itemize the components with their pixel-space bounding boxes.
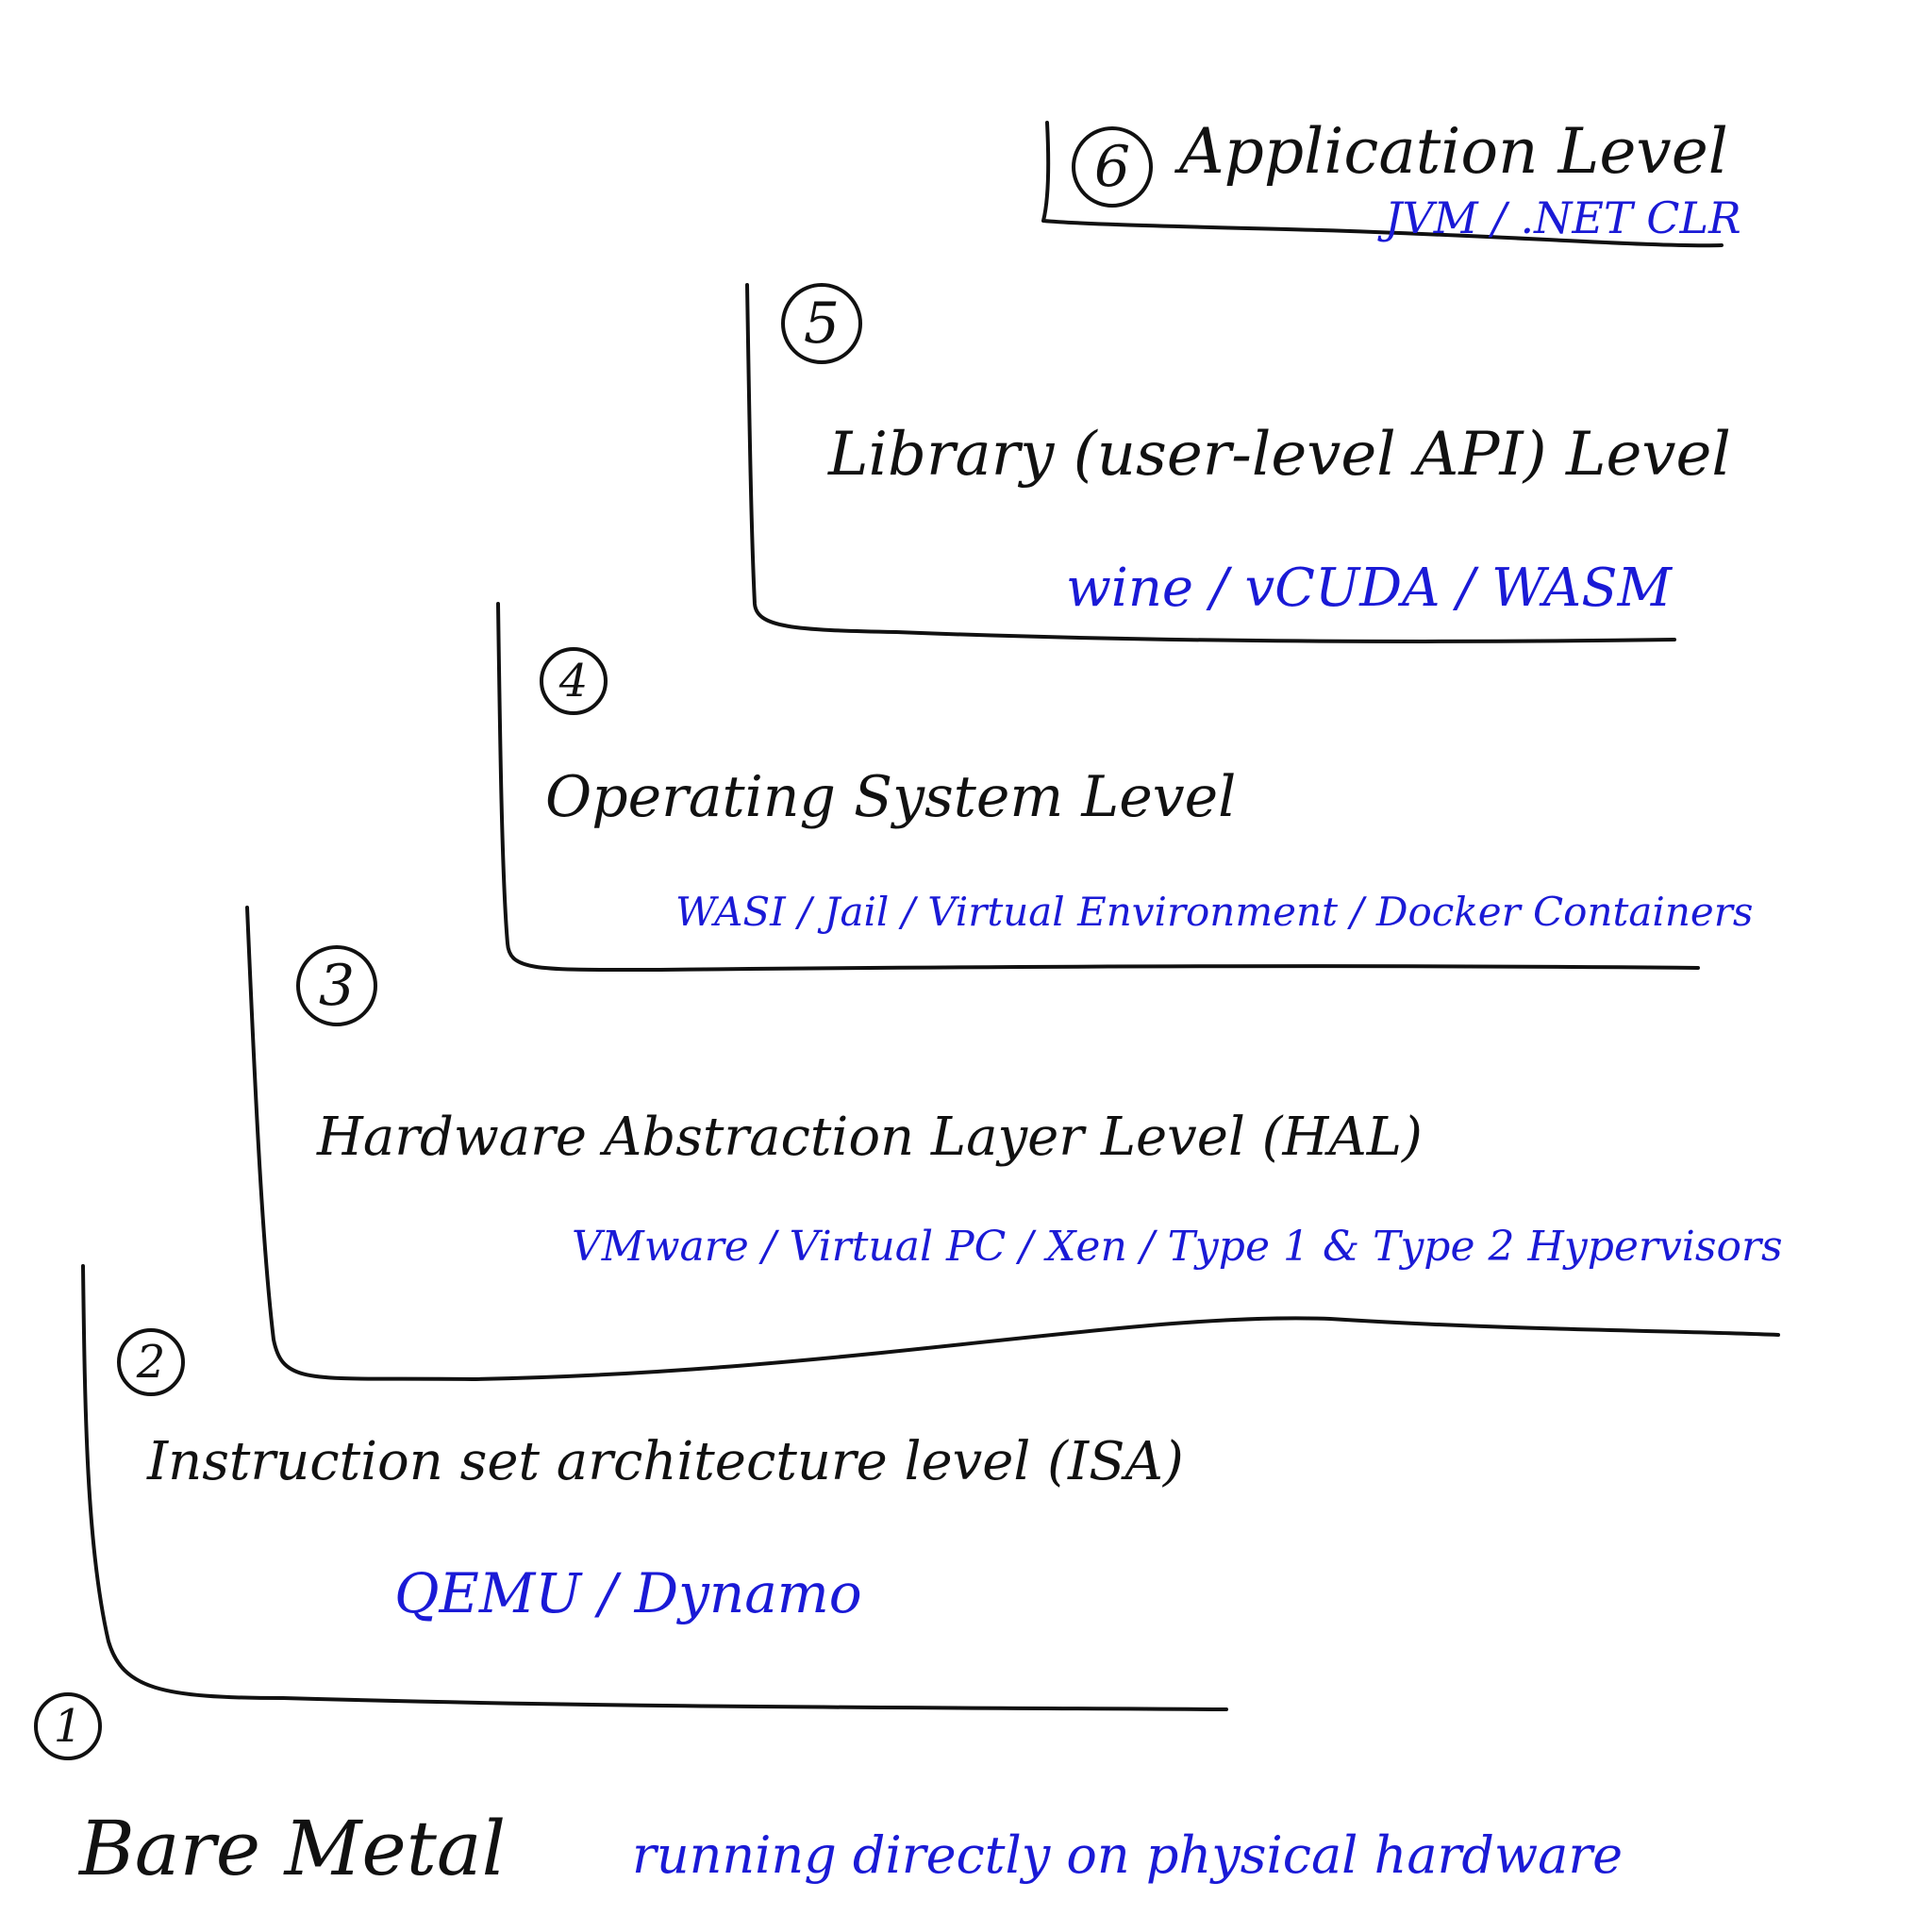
level-5-number: 5 xyxy=(781,283,862,364)
level-5-bracket xyxy=(745,283,1676,643)
level-1-title: Bare Metal xyxy=(79,1805,507,1892)
level-1-examples: running directly on physical hardware xyxy=(632,1825,1624,1885)
level-4-bracket xyxy=(496,602,1700,973)
level-4-examples: WASI / Jail / Virtual Environment / Dock… xyxy=(675,889,1754,935)
level-3-title: Hardware Abstraction Layer Level (HAL) xyxy=(317,1107,1423,1168)
level-4-number: 4 xyxy=(540,647,608,715)
level-2-examples: QEMU / Dynamo xyxy=(394,1561,862,1625)
level-2-title: Instruction set architecture level (ISA) xyxy=(147,1431,1184,1492)
level-6-number: 6 xyxy=(1072,126,1153,208)
level-2-bracket xyxy=(81,1264,1228,1711)
level-3-examples: VMware / Virtual PC / Xen / Type 1 & Typ… xyxy=(572,1223,1783,1271)
level-6-bracket xyxy=(1041,121,1724,248)
level-6-examples: JVM / .NET CLR xyxy=(1385,192,1741,243)
level-6-title: Application Level xyxy=(1179,115,1728,188)
level-5-title: Library (user-level API) Level xyxy=(828,420,1731,490)
level-3-number: 3 xyxy=(296,945,377,1026)
level-2-number: 2 xyxy=(117,1328,185,1396)
level-4-title: Operating System Level xyxy=(545,764,1237,830)
level-3-bracket xyxy=(245,906,1780,1381)
level-5-examples: wine / vCUDA / WASM xyxy=(1066,558,1672,619)
level-1-number: 1 xyxy=(34,1692,102,1760)
